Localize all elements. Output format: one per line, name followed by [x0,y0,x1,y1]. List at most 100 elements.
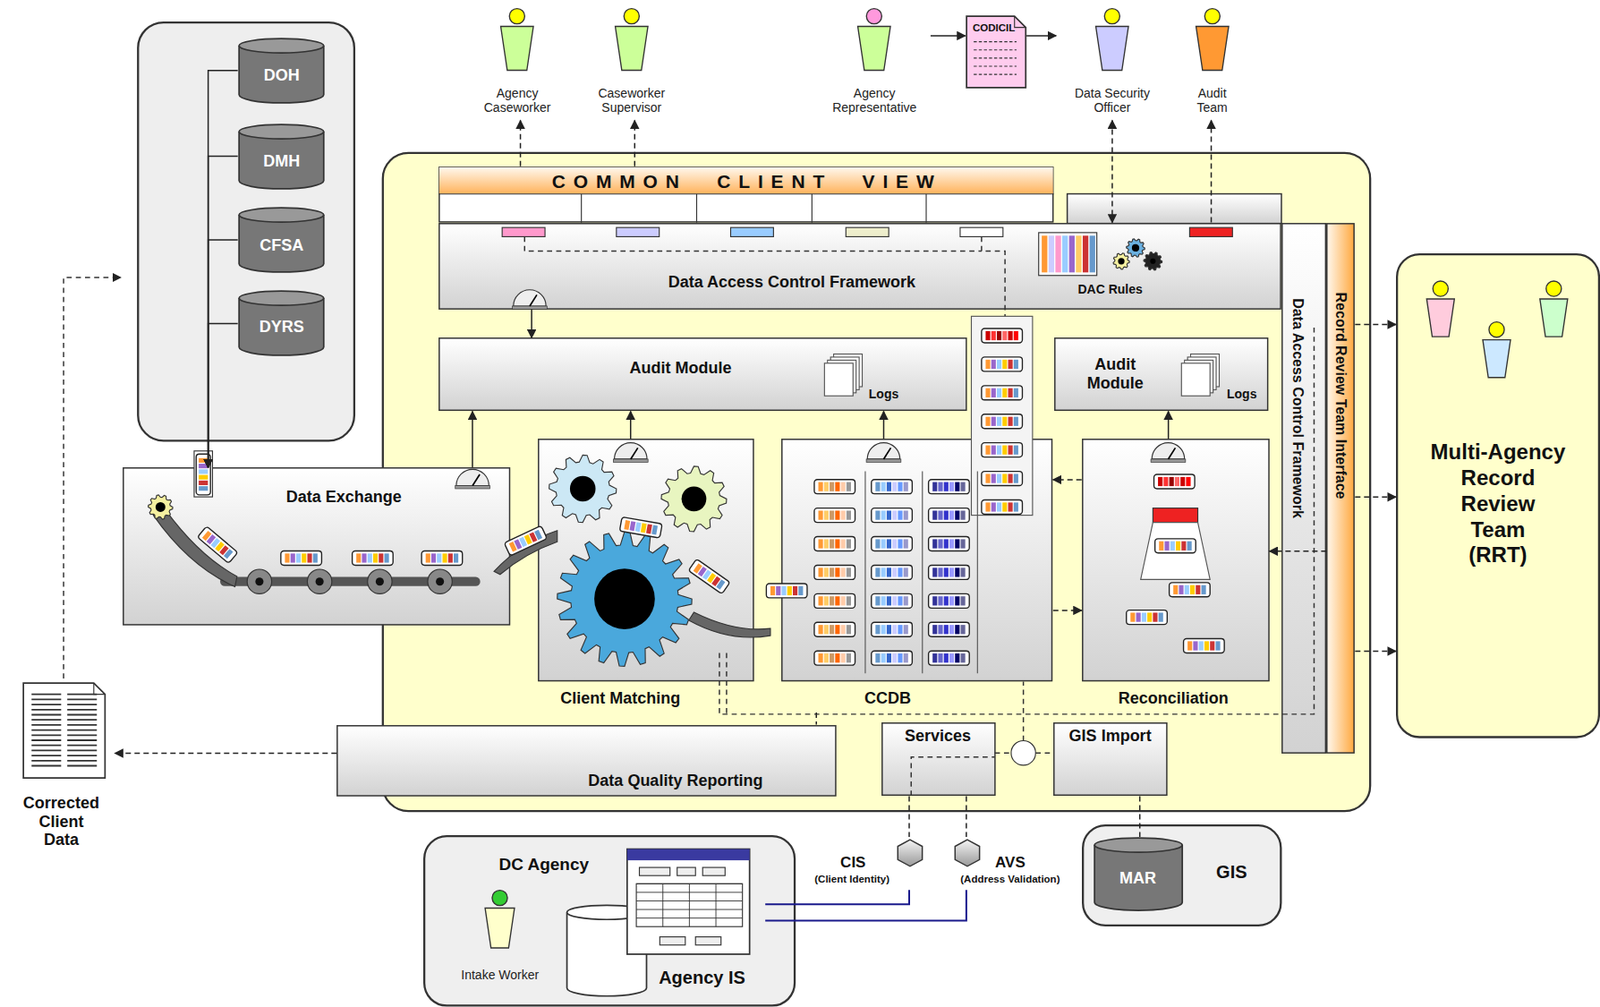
record-stripe [886,567,892,577]
record-frame [981,385,1023,400]
gear-hub [1149,258,1156,264]
record-stripe [996,445,1002,455]
record-stripe [841,595,846,605]
record-stripe [1013,417,1019,426]
node-label: CFSA [259,235,304,255]
record-stripe [881,624,886,634]
connector [1139,795,1141,837]
diagram-node: Services [881,722,996,796]
record-icon [871,593,913,608]
log-page [830,357,860,390]
record-frame [871,650,913,665]
cylinder-body [238,297,324,356]
gauge-base [455,485,491,489]
person-body [485,908,515,948]
record-stripe [886,595,892,605]
document-line [31,748,61,751]
record-stripe [903,653,909,663]
gauge-base [612,459,648,462]
node-label: CODICIL [972,22,1015,35]
document-outline [966,16,1026,88]
gear-hub [594,568,656,630]
node-label: DC Agency [498,854,589,875]
record-stripe [886,538,892,548]
panel-outline [424,835,795,1005]
record-stripe [949,624,954,634]
diagram-node: CIS(Client Identity) [804,836,929,890]
record-stripe [818,653,824,663]
table-col [689,883,690,927]
record-icon [814,479,856,494]
record-icon [814,508,856,523]
record-stripe [949,482,954,492]
band-divider [580,194,582,223]
record-stripe [214,541,225,552]
connector [883,411,886,440]
diagram-node: DMH [238,123,325,189]
record-stripe [961,624,966,634]
log-page [834,354,863,387]
record-stripe [875,653,880,663]
record-frame [981,500,1023,515]
record-stripe [834,510,840,520]
record-stripe [1013,473,1019,483]
record-frame [928,536,971,552]
box-outline [882,723,996,795]
document-line [67,744,97,747]
document-line [67,697,97,700]
box-outline [439,222,1281,308]
record-stripe [897,653,903,663]
record-stripe [824,538,829,548]
record-stripe [937,653,943,663]
record-stripe [944,510,949,520]
record-stripe [1175,541,1181,551]
record-frame [871,564,913,579]
rules-bar [1082,235,1089,273]
record-stripe [897,510,903,520]
person-head [1204,8,1220,25]
log-page [1184,359,1214,392]
connector [765,889,910,904]
gear [148,494,173,520]
record-frame [1126,610,1168,625]
connector [930,34,966,37]
connector [530,309,533,339]
intake-slot [194,451,213,497]
record-icon [871,508,913,523]
document-line [973,66,1017,68]
record-frame [981,471,1023,486]
record-stripe [198,468,208,474]
node-label: Data Exchange [286,487,402,507]
node-label: Audit Module [629,357,732,377]
record-stripe [892,653,897,663]
record-stripe [944,653,949,663]
connector [1269,550,1328,553]
record-stripe [1180,476,1185,486]
record-stripe [985,388,990,398]
record-icon [871,621,913,637]
record-stripe [996,502,1002,511]
diagram-node: AVS(Address Validation) [951,836,1080,890]
record-stripe [284,553,290,562]
record-stripe [453,553,459,562]
record-stripe [1204,640,1209,650]
record-frame [814,479,856,494]
roller-hub [435,577,444,586]
node-label: (Client Identity) [814,873,890,886]
diagram-node: Data Access Control Framework [1281,222,1327,754]
panel-outline [1396,254,1600,737]
document-line [67,708,97,711]
dashed-wire [719,326,1315,715]
node-label: Data Quality Reporting [587,771,763,791]
band-divider [811,194,813,223]
diagram-node: Agency Representative [818,6,931,121]
hexagon [954,839,979,867]
document-line [67,764,97,766]
record-stripe [991,473,996,483]
system-panel [382,153,1371,811]
record-stripe [996,388,1002,398]
record-stripe [954,482,960,492]
gauge-dial [614,442,647,460]
record-stripe [1008,502,1013,511]
record-stripe [991,445,996,455]
